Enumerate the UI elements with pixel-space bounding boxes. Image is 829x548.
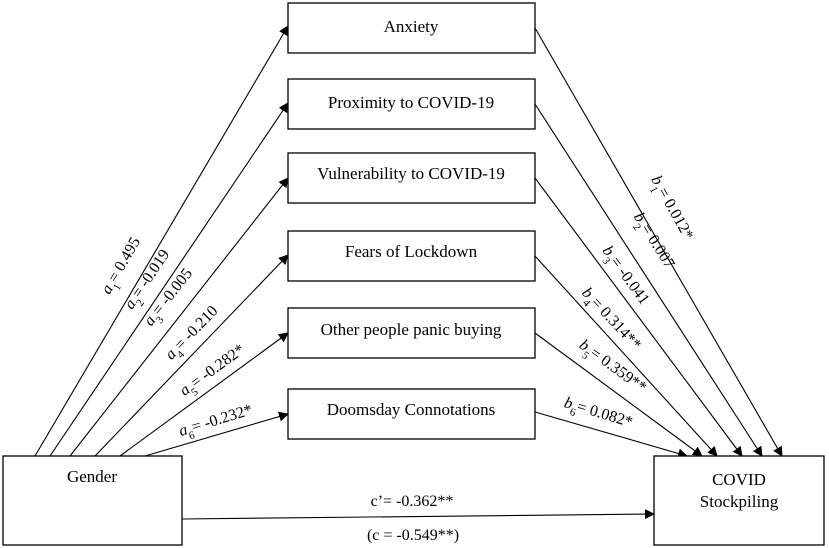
mediator-panic-buying-label: Other people panic buying [321,320,502,339]
path-a4-arrow [94,254,289,457]
outcome-label-line2: Stockpiling [700,492,779,511]
mediator-vulnerability-node: Vulnerability to COVID-19 [287,152,536,204]
mediator-anxiety-label: Anxiety [384,17,439,36]
mediator-doomsday-label: Doomsday Connotations [327,400,496,419]
path-b4-arrow [534,255,718,457]
mediator-lockdown-label: Fears of Lockdown [345,242,478,261]
predictor-gender-label: Gender [67,467,117,486]
path-a2-arrow [49,102,289,457]
mediator-lockdown-node: Fears of Lockdown [287,230,536,282]
mediator-vulnerability-label: Vulnerability to COVID-19 [317,164,505,183]
outcome-stockpiling-node: COVID Stockpiling [653,455,825,546]
coef-a6-label: a6= -0.232* [177,401,256,444]
mediator-anxiety-node: Anxiety [287,2,536,54]
path-b1-arrow [534,27,783,457]
path-b2-arrow [534,103,763,457]
mediator-proximity-label: Proximity to COVID-19 [328,93,494,112]
path-c-arrow [181,509,655,520]
path-a3-arrow [69,177,289,457]
mediator-doomsday-node: Doomsday Connotations [287,388,536,440]
path-a6-arrow [144,411,289,457]
coef-a5-label: a5= -0.282* [177,341,251,403]
mediator-proximity-node: Proximity to COVID-19 [287,78,536,130]
direct-effect-label: c’= -0.362** [371,493,454,510]
outcome-label-line1: COVID [712,470,766,489]
path-a5-arrow [119,332,289,457]
path-b6-arrow [534,411,688,459]
total-effect-label: (c = -0.549**) [367,527,459,544]
path-b5-arrow [534,332,703,457]
path-b3-arrow [534,177,743,457]
predictor-gender-node: Gender [2,455,183,546]
path-a1-arrow [34,25,289,457]
mediator-panic-buying-node: Other people panic buying [287,307,536,359]
